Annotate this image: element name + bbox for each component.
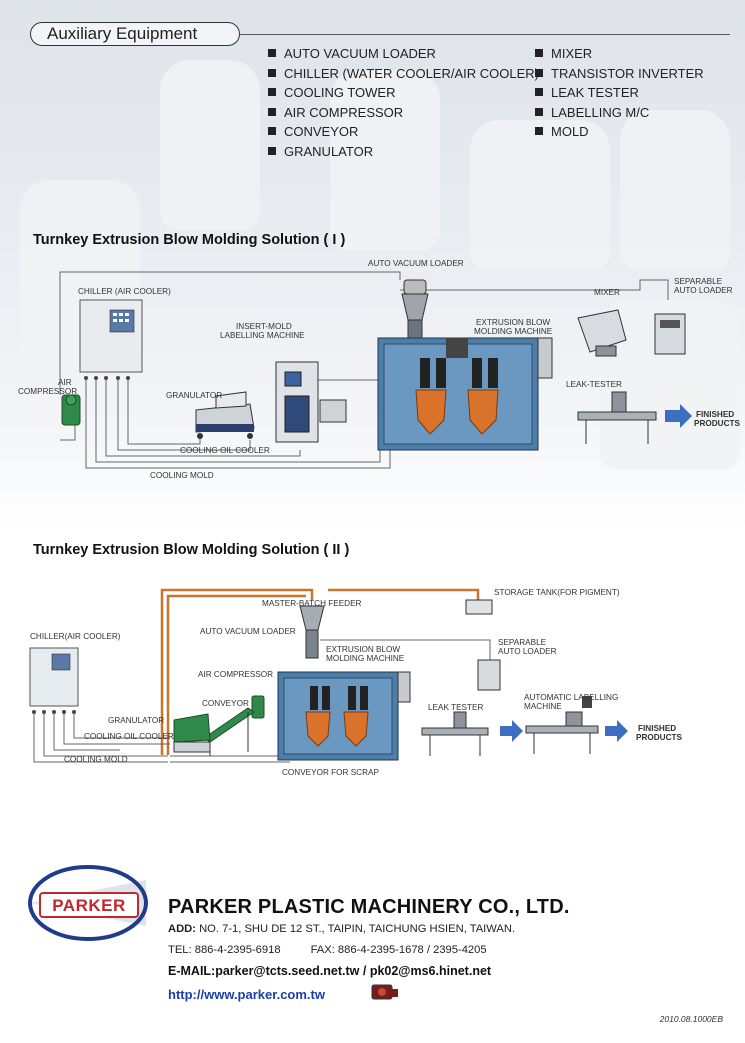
label-finished-2: FINISHED (638, 724, 677, 733)
label-mixer: MIXER (594, 288, 620, 297)
label-chiller: CHILLER (AIR COOLER) (78, 287, 171, 296)
labelling-machine-1 (275, 361, 347, 443)
contact-line: TEL: 886-4-2395-6918 FAX: 886-4-2395-1678… (168, 944, 517, 956)
equipment-item: LABELLING M/C (535, 103, 704, 123)
label-air: AIR (58, 378, 72, 387)
label-separable: SEPARABLE (674, 277, 723, 286)
background-bottle (160, 60, 260, 230)
storage-tank (465, 599, 493, 615)
label-conveyor-scrap: CONVEYOR FOR SCRAP (282, 768, 379, 777)
label-auto-vacuum-loader: AUTO VACUUM LOADER (368, 259, 464, 268)
solution-1-title: Turnkey Extrusion Blow Molding Solution … (33, 232, 346, 248)
label-granulator-2: GRANULATOR (108, 716, 165, 725)
section-header: Auxiliary Equipment (30, 22, 240, 46)
air-compressor-2 (251, 695, 265, 719)
label-molding-machine-2: MOLDING MACHINE (326, 654, 405, 663)
background-bottle (330, 70, 440, 250)
arrow-icon (500, 720, 523, 742)
label-granulator: GRANULATOR (166, 391, 223, 400)
label-storage-tank: STORAGE TANK(FOR PIGMENT) (494, 588, 620, 597)
equipment-item: CONVEYOR (268, 122, 539, 142)
equipment-item: CHILLER (WATER COOLER/AIR COOLER) (268, 64, 539, 84)
logo-text: PARKER (52, 896, 126, 915)
label-chiller-2: CHILLER(AIR COOLER) (30, 632, 121, 641)
label-extrusion-blow-2: EXTRUSION BLOW (326, 645, 401, 654)
background-bottle (620, 110, 730, 270)
label-leak-tester-2: LEAK TESTER (428, 703, 484, 712)
label-machine: MACHINE (524, 702, 562, 711)
camera-icon (371, 984, 398, 1000)
equipment-list-2: MIXER TRANSISTOR INVERTER LEAK TESTER LA… (535, 44, 704, 142)
extrusion-machine-1 (377, 337, 553, 451)
equipment-item: MOLD (535, 122, 704, 142)
label-cooling-oil-cooler-2: COOLING OIL COOLER (84, 732, 174, 741)
arrow-icon (605, 720, 628, 742)
granulator-2 (173, 713, 211, 753)
label-auto-loader: AUTO LOADER (674, 286, 733, 295)
chiller-2 (29, 647, 79, 714)
address: ADD: NO. 7-1, SHU DE 12 ST., TAIPIN, TAI… (168, 923, 515, 935)
label-auto-loader-2: AUTO LOADER (498, 647, 557, 656)
diagram-2-pipes (33, 639, 491, 763)
address-text: NO. 7-1, SHU DE 12 ST., TAIPIN, TAICHUNG… (195, 923, 516, 935)
label-leak-tester: LEAK-TESTER (566, 380, 622, 389)
diagram-2-orange-pipes (160, 588, 480, 755)
label-master-batch: MASTER-BATCH FEEDER (262, 599, 362, 608)
equipment-item: LEAK TESTER (535, 83, 704, 103)
separable-loader-1 (654, 313, 686, 355)
auto-vacuum-loader-1 (401, 279, 429, 339)
label-finished: FINISHED (696, 410, 735, 419)
header-rule (240, 34, 730, 35)
chiller-1 (79, 299, 143, 380)
email-addresses[interactable]: E-MAIL:parker@tcts.seed.net.tw / pk02@ms… (168, 964, 492, 978)
equipment-item: GRANULATOR (268, 142, 539, 162)
phone-number: TEL: 886-4-2395-6918 (168, 944, 281, 956)
label-products: PRODUCTS (694, 419, 740, 428)
background-bottle (470, 120, 610, 270)
equipment-list-1: AUTO VACUUM LOADER CHILLER (WATER COOLER… (268, 44, 539, 161)
label-cooling-mold: COOLING MOLD (150, 471, 214, 480)
section-header-title: Auxiliary Equipment (47, 24, 198, 43)
equipment-item: MIXER (535, 44, 704, 64)
company-name: PARKER PLASTIC MACHINERY CO., LTD. (168, 896, 570, 918)
label-compressor: COMPRESSOR (18, 387, 78, 396)
parker-logo (28, 865, 148, 941)
label-insert-mold: INSERT-MOLD (236, 322, 292, 331)
label-air-compressor-2: AIR COMPRESSOR (198, 670, 274, 679)
label-separable-2: SEPARABLE (498, 638, 547, 647)
website-link[interactable]: http://www.parker.com.tw (168, 987, 325, 1002)
master-batch-feeder (299, 605, 325, 659)
label-automatic-labelling: AUTOMATIC LABELLING (524, 693, 619, 702)
equipment-item: TRANSISTOR INVERTER (535, 64, 704, 84)
label-cooling-mold-2: COOLING MOLD (64, 755, 128, 764)
leak-tester-1 (577, 391, 657, 444)
fax-number: FAX: 886-4-2395-1678 / 2395-4205 (310, 944, 487, 956)
label-cooling-oil-cooler: COOLING OIL COOLER (180, 446, 270, 455)
label-auto-vacuum-loader-2: AUTO VACUUM LOADER (200, 627, 296, 636)
extrusion-machine-2 (277, 671, 411, 761)
separable-loader-2 (477, 659, 501, 691)
conveyor-2 (203, 707, 255, 756)
equipment-item: AIR COMPRESSOR (268, 103, 539, 123)
diagram-1-pipes (59, 271, 669, 469)
arrow-icon (665, 404, 692, 428)
label-molding-machine: MOLDING MACHINE (474, 327, 553, 336)
label-conveyor-2: CONVEYOR (202, 699, 249, 708)
equipment-item: COOLING TOWER (268, 83, 539, 103)
mixer-1 (577, 309, 627, 357)
address-label: ADD: (168, 923, 196, 935)
label-extrusion-blow: EXTRUSION BLOW (476, 318, 551, 327)
labelling-machine-2 (525, 696, 599, 754)
label-products-2: PRODUCTS (636, 733, 682, 742)
solution-2-title: Turnkey Extrusion Blow Molding Solution … (33, 542, 350, 558)
leak-tester-2 (421, 711, 489, 756)
equipment-item: AUTO VACUUM LOADER (268, 44, 539, 64)
granulator-1 (195, 391, 255, 439)
document-id: 2010.08.1000EB (659, 1014, 723, 1024)
label-labelling-machine: LABELLING MACHINE (220, 331, 305, 340)
air-compressor-1 (61, 394, 81, 426)
